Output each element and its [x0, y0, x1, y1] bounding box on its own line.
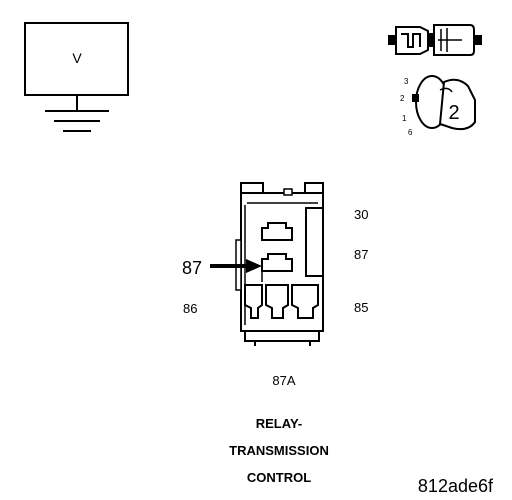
pin-label-87-arrow: 87 — [182, 258, 202, 278]
probe-tool-icon — [388, 24, 482, 56]
terminal-30-cavity — [261, 222, 293, 241]
connector-pin-label: 2 — [400, 94, 405, 103]
voltmeter: V — [24, 22, 129, 132]
ground-icon — [45, 95, 109, 132]
pin-label-85: 85 — [354, 300, 368, 315]
connector-pin-label: 1 — [402, 114, 407, 123]
connector-pin-label: 3 — [404, 77, 409, 86]
figure-id: 812ade6f — [418, 476, 494, 496]
caption-line-1: RELAY- — [256, 416, 302, 431]
terminal-86-cavity — [244, 284, 263, 319]
arrow-right-icon — [210, 259, 262, 273]
pin-label-87: 87 — [354, 247, 368, 262]
connector-pin-label: 6 — [408, 128, 413, 137]
caption-line-3: CONTROL — [247, 470, 311, 485]
voltmeter-symbol: V — [72, 50, 82, 66]
relay-connector — [235, 182, 324, 346]
terminal-85-cavity — [291, 284, 319, 319]
voltmeter-box — [24, 22, 129, 96]
terminal-87-cavity — [261, 253, 293, 272]
caption-line-2: TRANSMISSION — [229, 443, 329, 458]
pin-label-87a: 87A — [272, 373, 295, 388]
pin-label-86: 86 — [183, 301, 197, 316]
connector-face-icon: 3 2 1 6 2 — [400, 75, 476, 137]
pin-label-30: 30 — [354, 207, 368, 222]
terminal-87a-cavity — [265, 284, 289, 319]
connector-index-number: 2 — [448, 102, 459, 124]
